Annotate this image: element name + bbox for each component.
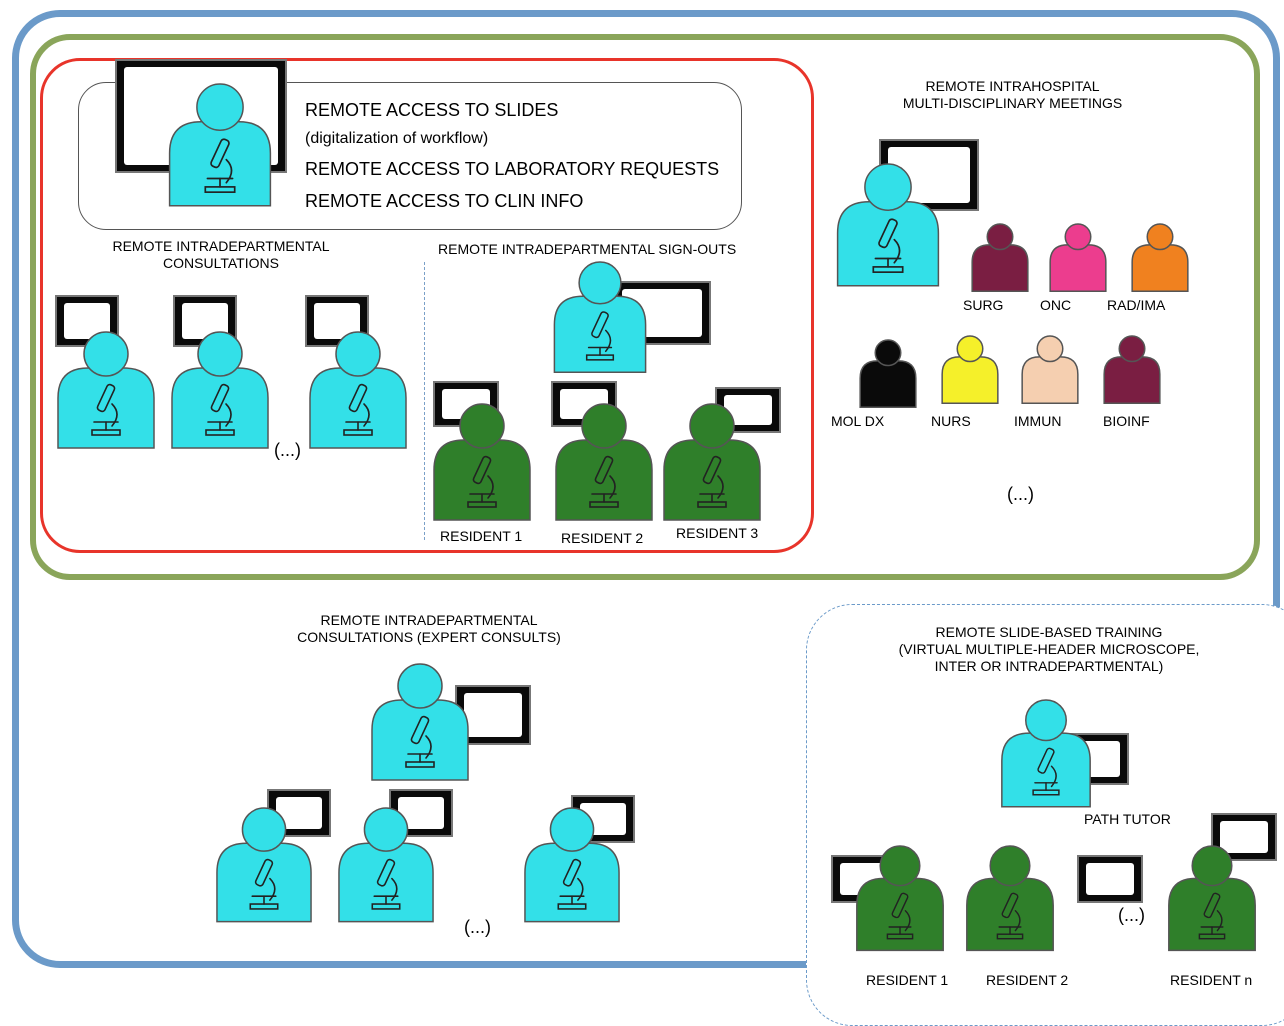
training-title: REMOTE SLIDE-BASED TRAINING (VIRTUAL MUL… (898, 624, 1200, 674)
signouts-title: REMOTE INTRADEPARTMENTAL SIGN-OUTS (438, 241, 737, 257)
signout-resident-label: RESIDENT 1 (440, 528, 523, 544)
signout-resident-label: RESIDENT 2 (561, 530, 644, 546)
training-frame (806, 604, 1284, 1026)
specialty-label: ONC (1040, 297, 1072, 313)
meetings-ellipsis: (...) (1007, 484, 1034, 504)
training-resident-label: RESIDENT 1 (866, 972, 949, 988)
training-resident-label: RESIDENT 2 (986, 972, 1069, 988)
access-slides-text: REMOTE ACCESS TO SLIDES (305, 100, 559, 120)
specialty-label: IMMUN (1014, 413, 1062, 429)
access-digitalization-text: (digitalization of workflow) (305, 130, 489, 147)
specialty-label: NURS (931, 413, 971, 429)
signout-resident-label: RESIDENT 3 (676, 525, 759, 541)
expert-ellipsis: (...) (464, 917, 491, 937)
access-lab-requests-text: REMOTE ACCESS TO LABORATORY REQUESTS (305, 159, 720, 179)
access-clin-info-text: REMOTE ACCESS TO CLIN INFO (305, 191, 584, 211)
department-frame (40, 58, 814, 553)
tutor-label: PATH TUTOR (1084, 811, 1171, 827)
training-ellipsis: (...) (1118, 905, 1145, 925)
outer-network-frame (12, 10, 1280, 968)
specialty-label: RAD/IMA (1107, 297, 1166, 313)
consultations-title: REMOTE INTRADEPARTMENTAL CONSULTATIONS (112, 238, 330, 271)
specialty-label: MOL DX (831, 413, 885, 429)
specialty-label: BIOINF (1103, 413, 1150, 429)
consultations-ellipsis: (...) (274, 440, 301, 460)
training-resident-label: RESIDENT n (1170, 972, 1253, 988)
expert-title: REMOTE INTRADEPARTMENTAL CONSULTATIONS (… (297, 612, 561, 645)
specialty-label: SURG (963, 297, 1004, 313)
meetings-title: REMOTE INTRAHOSPITAL MULTI-DISCIPLINARY … (902, 78, 1123, 111)
hospital-frame (30, 34, 1260, 580)
section-divider (424, 262, 425, 540)
